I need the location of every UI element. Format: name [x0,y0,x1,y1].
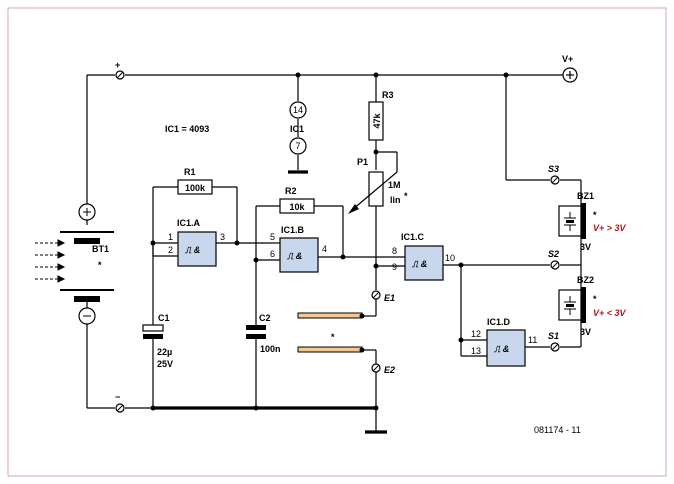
capacitor-c1 [142,324,164,339]
bz2-mark: * [593,294,597,304]
gate-ic1d-pin12: 12 [471,329,481,339]
figure-frame [7,7,667,477]
minus-terminal [115,403,125,413]
resistor-r1 [177,179,213,195]
electrode-e2-label: E2 [384,365,395,375]
r3-name: R3 [382,90,394,100]
gate-ic1b-pin5: 5 [270,232,275,242]
electrode-plate-1 [297,312,365,319]
light-arrows-icon [35,239,66,283]
p1-name: P1 [357,157,368,167]
gate-ic1a-pin1: 1 [168,232,173,242]
plus-label: + [115,60,120,70]
svg-text:14: 14 [293,105,303,115]
ic-pin-7: 7 [289,137,307,155]
c2-value: 100n [260,344,281,354]
gate-ic1d-pin13: 13 [471,346,481,356]
electrodes-mark: * [331,332,335,342]
electrode-e1-terminal [371,290,381,300]
p1-value: 1M [388,180,401,190]
bz1-note: V+ > 3V [593,223,627,233]
ic-pin-14: 14 [289,101,307,119]
vplus-label: V+ [562,54,573,64]
bt1-label: BT1 [92,244,109,254]
bz1-name: BZ1 [577,191,594,201]
switch-s1-label: S1 [548,331,559,341]
switch-s3-terminal [550,175,560,185]
bz2-voltage: 3V [580,327,591,337]
gate-ic1c [404,245,444,281]
figure-id: 081174 - 11 [534,425,581,435]
c1-voltage: 25V [157,359,173,369]
gate-ic1c-symbol: ⎍ & [411,259,427,269]
c1-value: 22µ [157,347,172,357]
minus-label: − [115,392,120,402]
r1-name: R1 [184,167,196,177]
p1-type: lin [390,195,401,205]
capacitor-c2 [246,325,266,339]
c1-name: C1 [158,313,170,323]
svg-text:7: 7 [295,141,300,151]
bt1-mark: * [98,260,102,270]
gate-ic1a-name: IC1.A [177,218,201,228]
switch-s1-terminal [550,342,560,352]
bz1-mark: * [593,210,597,220]
bz2-note: V+ < 3V [593,308,627,318]
gate-ic1b-pin4: 4 [322,244,327,254]
gate-ic1b-pin6: 6 [270,249,275,259]
electrode-plate-2 [297,346,365,353]
p1-wiper-arrow [348,171,398,214]
electrode-e1-label: E1 [384,293,395,303]
r2-value: 10k [289,202,305,212]
gate-ic1b [279,237,319,273]
switch-s2-label: S2 [548,249,559,259]
r2-name: R2 [285,186,297,196]
switch-s3-label: S3 [548,164,559,174]
p1-mark: * [404,191,408,201]
switch-s2-terminal [550,260,560,270]
buzzer-bz2 [558,287,586,323]
gate-ic1d-pin11: 11 [528,335,537,345]
ic-type-label: IC1 = 4093 [165,124,209,134]
bz1-voltage: 3V [580,242,591,252]
r1-value: 100k [185,183,206,193]
gate-ic1c-pin9: 9 [392,262,397,272]
resistor-r2 [279,198,315,214]
gate-ic1d [486,329,526,367]
plus-terminal [115,70,125,80]
c2-name: C2 [259,313,271,323]
bz2-name: BZ2 [577,275,594,285]
gate-ic1d-name: IC1.D [487,317,511,327]
vplus-symbol [562,67,578,83]
gate-ic1a-pin2: 2 [168,245,173,255]
gate-ic1d-symbol: ⎍ & [493,344,509,354]
battery-bt1 [60,203,114,325]
gate-ic1c-name: IC1.C [401,232,425,242]
buzzer-bz1 [558,203,586,239]
gate-ic1b-symbol: ⎍ & [286,251,302,261]
gate-ic1b-name: IC1.B [281,225,305,235]
gate-ic1c-pin8: 8 [392,246,397,256]
gate-ic1a [177,231,217,267]
gate-ic1a-pin3: 3 [220,232,225,242]
gate-ic1a-symbol: ⎍ & [184,245,200,255]
electrode-e2-terminal [371,363,381,373]
gate-ic1c-pin10: 10 [445,253,455,263]
r3-value: 47k [372,113,382,129]
ic-name-label: IC1 [290,124,304,134]
resistor-r3 [368,101,384,141]
